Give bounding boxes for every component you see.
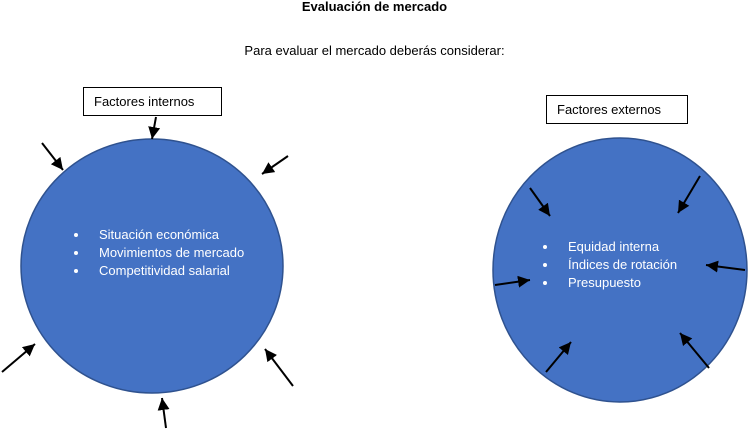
- internal-factors-list: Situación económica Movimientos de merca…: [73, 226, 263, 280]
- arrow-icon: [677, 175, 701, 214]
- arrow-icon: [157, 397, 170, 429]
- arrow-icon: [261, 155, 289, 175]
- list-item: Competitividad salarial: [73, 262, 263, 280]
- arrow-icon: [545, 341, 572, 373]
- arrow-icon: [41, 142, 64, 171]
- arrow-icon: [264, 348, 294, 387]
- list-item: Situación económica: [73, 226, 263, 244]
- external-factors-label: Factores externos: [546, 95, 688, 124]
- arrow-icon: [148, 116, 161, 140]
- diagram-title: Evaluación de mercado: [301, 0, 448, 14]
- arrow-icon: [494, 275, 531, 288]
- arrow-icon: [1, 343, 36, 373]
- list-item: Índices de rotación: [542, 256, 732, 274]
- arrow-icon: [679, 332, 710, 369]
- diagram-subtitle: Para evaluar el mercado deberás consider…: [244, 43, 505, 58]
- arrow-icon: [705, 260, 746, 273]
- external-factors-list: Equidad interna Índices de rotación Pres…: [542, 238, 732, 292]
- list-item: Presupuesto: [542, 274, 732, 292]
- list-item: Equidad interna: [542, 238, 732, 256]
- internal-factors-label: Factores internos: [83, 87, 222, 116]
- list-item: Movimientos de mercado: [73, 244, 263, 262]
- arrow-icon: [529, 187, 551, 217]
